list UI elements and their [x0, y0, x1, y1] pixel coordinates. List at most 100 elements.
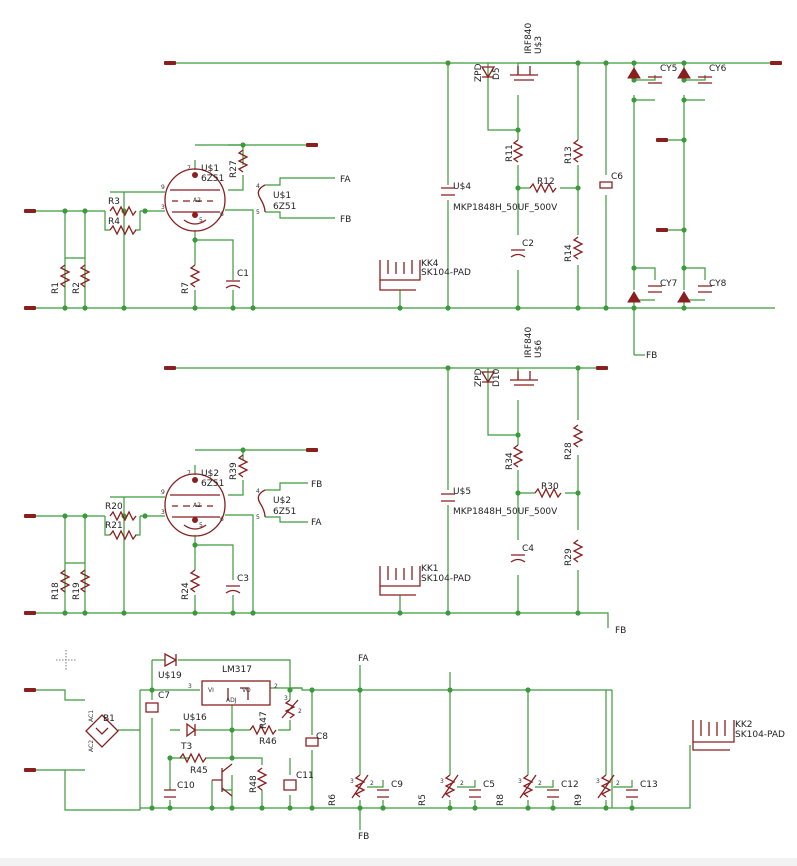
section3-junctions [149, 687, 635, 811]
cap-u4 [441, 187, 455, 196]
svg-text:ADJ: ADJ [226, 697, 237, 704]
label-r12: R12 [537, 177, 555, 187]
section1-junctions [62, 60, 687, 311]
cap-c9 [377, 789, 389, 798]
resistor-r18 [59, 569, 71, 593]
cap-cy7 [648, 285, 662, 293]
labels-section3: LM317 U$19 U$16 C7 B1 AC1 AC2 T3 R45 R46… [88, 654, 785, 842]
resistor-r1 [59, 264, 71, 288]
bottom-scroll-strip [0, 858, 797, 866]
trimmer-r6 [351, 774, 369, 799]
label-r30: R30 [541, 482, 559, 492]
label-irf-2: IRF840 [524, 326, 534, 358]
svg-text:3: 3 [161, 204, 165, 211]
svg-text:VI: VI [208, 687, 214, 694]
label-b1: B1 [103, 714, 115, 724]
label-r34: R34 [505, 452, 515, 470]
label-ac1: AC1 [88, 710, 95, 722]
resistor-r11 [512, 139, 524, 163]
label-c1: C1 [237, 269, 249, 279]
diode-d5 [480, 66, 496, 79]
labels-section2: U$2 6Z51 U$2 6Z51 R39 R20 R21 R18 R19 R2… [51, 326, 626, 636]
svg-text:9: 9 [161, 489, 165, 496]
semiconductors [164, 66, 691, 797]
cap-c11 [283, 779, 297, 791]
label-fb-4: FB [615, 626, 626, 636]
label-sk104-2: SK104-PAD [421, 574, 471, 584]
connector-pads [24, 61, 782, 772]
label-u1-type: 6Z51 [201, 174, 224, 184]
label-cy5: CY5 [660, 64, 677, 74]
label-r24: R24 [181, 582, 191, 600]
resistors-section3 [179, 699, 615, 799]
svg-text:5: 5 [256, 514, 260, 521]
diode-bridge-4 [677, 291, 691, 303]
label-zpd-2: ZPD [474, 368, 484, 387]
label-mkp-1: MKP1848H_50UF_500V [453, 203, 558, 213]
svg-text:5: 5 [199, 522, 203, 529]
label-u2b-type: 6Z51 [273, 507, 296, 517]
label-mkp-2: MKP1848H_50UF_500V [453, 507, 558, 517]
svg-text:9: 9 [161, 184, 165, 191]
cap-c7 [145, 702, 159, 713]
label-u16: U$16 [183, 713, 207, 723]
trimmer-r8 [519, 774, 537, 799]
lm317-regulator[interactable] [201, 680, 271, 706]
svg-text:2: 2 [370, 780, 374, 787]
label-r18: R18 [51, 582, 61, 600]
label-lm317: LM317 [222, 665, 252, 675]
svg-text:3: 3 [161, 509, 165, 516]
tube-u1[interactable] [164, 168, 226, 232]
diode-bridge-2 [677, 67, 691, 79]
label-r20: R20 [105, 502, 123, 512]
label-irf-1: IRF840 [524, 22, 534, 54]
diode-d10 [480, 371, 496, 384]
svg-text:3: 3 [440, 778, 444, 785]
heatsink-kk2[interactable] [692, 720, 735, 751]
label-fa-1: FA [340, 175, 351, 185]
diode-bridge-1 [627, 67, 641, 79]
label-kk2: KK2 [735, 720, 753, 730]
label-c11: C11 [296, 771, 314, 781]
resistors-section1 [59, 139, 584, 288]
label-sk104-1: SK104-PAD [421, 268, 471, 278]
bridge-rectifier-b1[interactable] [85, 714, 119, 748]
label-u4: U$4 [453, 182, 471, 192]
label-r7: R7 [181, 282, 191, 294]
svg-text:A2: A2 [193, 197, 201, 204]
resistor-r20 [109, 510, 137, 522]
label-c8: C8 [316, 732, 328, 742]
label-c12: C12 [561, 780, 579, 790]
cap-u5 [441, 493, 455, 502]
tube-u2[interactable] [164, 473, 226, 537]
label-r11: R11 [505, 144, 515, 162]
svg-text:6: 6 [220, 211, 224, 218]
svg-text:3: 3 [188, 683, 192, 690]
svg-text:A2: A2 [193, 502, 201, 509]
tube-u1-heater [257, 184, 266, 213]
cap-c13 [626, 789, 638, 798]
heatsink-kk4[interactable] [379, 260, 421, 291]
trimmer-r47 [281, 699, 299, 719]
transistor-t3 [212, 763, 233, 797]
label-r21: R21 [105, 521, 123, 531]
cap-c2 [510, 249, 526, 258]
label-u5: U$5 [453, 487, 471, 497]
label-u6: U$6 [534, 340, 544, 358]
label-r9: R9 [574, 794, 584, 806]
label-fb-2: FB [646, 351, 657, 361]
label-c10: C10 [177, 781, 195, 791]
heatsink-kk1[interactable] [379, 566, 421, 596]
label-c6: C6 [611, 172, 623, 182]
cap-cy5 [648, 76, 662, 84]
section3-wires [32, 659, 691, 830]
cap-c12 [547, 789, 559, 798]
resistor-r34 [512, 444, 524, 468]
label-kk4: KK4 [421, 259, 439, 269]
resistor-r30 [534, 487, 562, 499]
label-u2: U$2 [201, 469, 219, 479]
pin-numbers: 7 9 3 A2 5 6 4 5 7 9 3 A2 5 6 4 5 3 2 VI… [161, 165, 620, 787]
resistor-r46 [249, 724, 277, 736]
svg-text:2: 2 [538, 780, 542, 787]
label-fa-2: FA [311, 518, 322, 528]
